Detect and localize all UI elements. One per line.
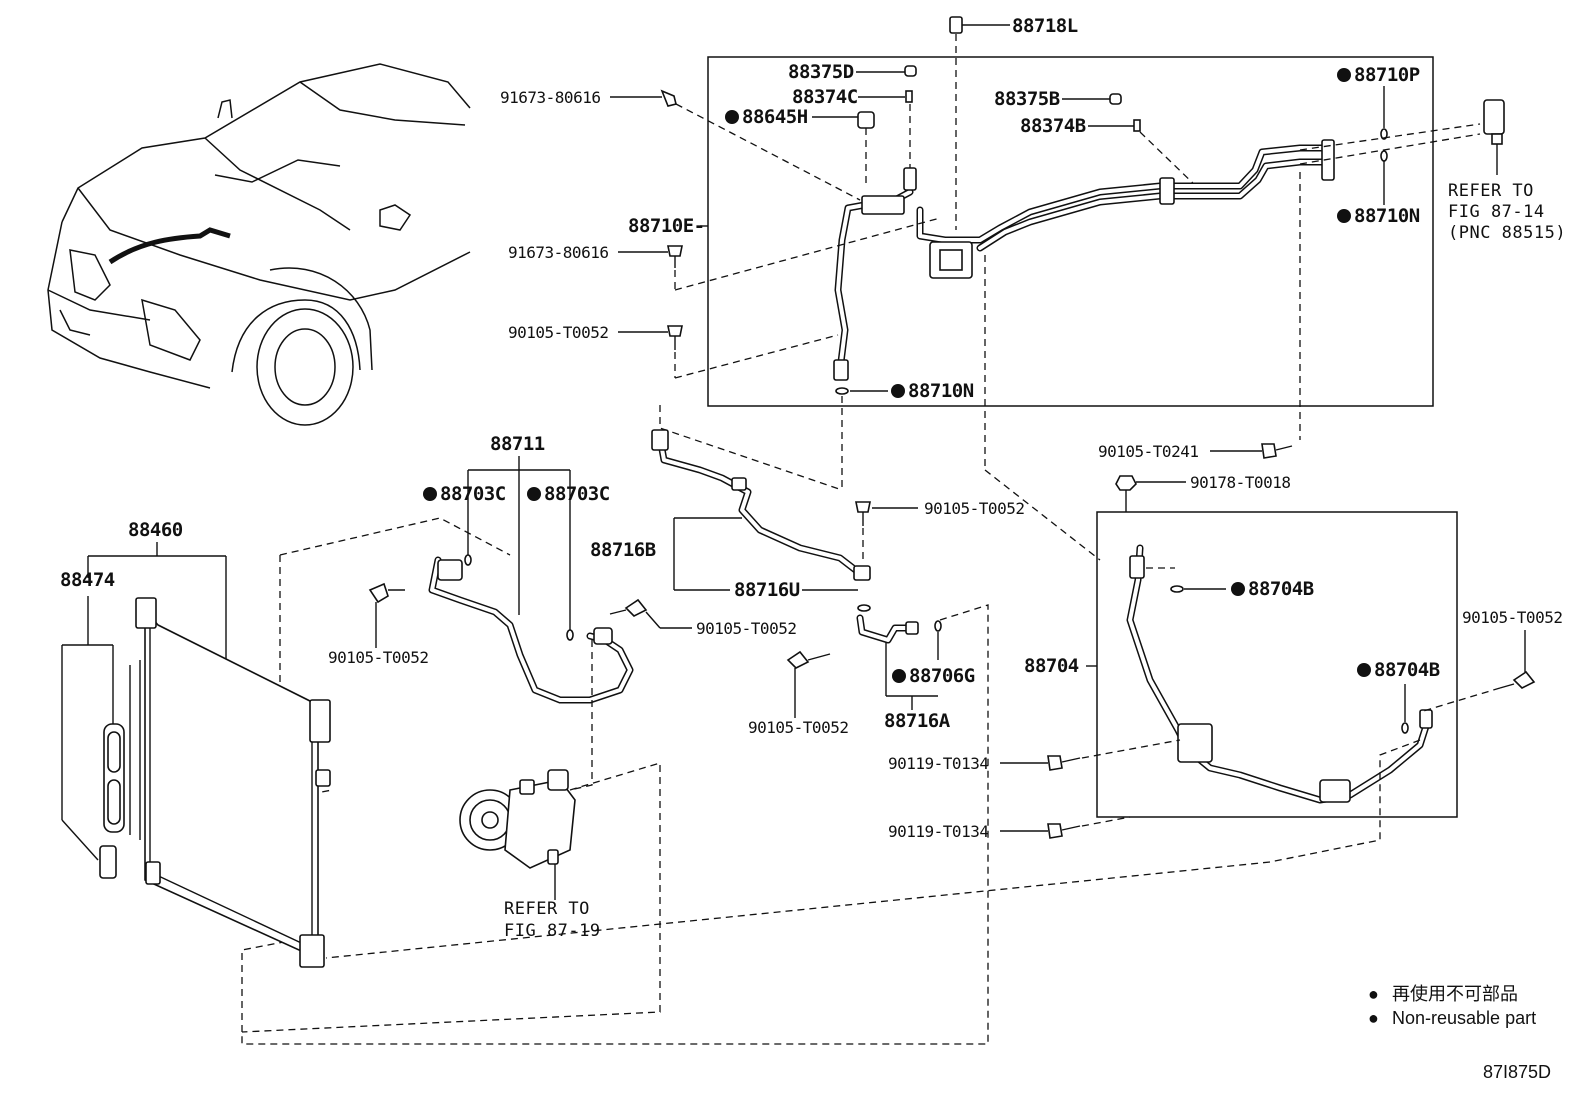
bolt-90119-T0134-a: [1047, 755, 1063, 771]
bolt-90119-T0134-b: [1047, 823, 1063, 839]
bolt-90105-T0052-1: [667, 325, 683, 337]
label-90105-T0052-2: 90105-T0052: [328, 648, 428, 667]
cap-88375B: [1109, 93, 1122, 105]
bolt-90105-T0052-5: [786, 650, 810, 669]
condenser-88460: [129, 597, 331, 968]
legend-marker-cn: ●: [1368, 984, 1379, 1004]
label-88375D: 88375D: [788, 61, 854, 83]
label-90105-T0052-6: 90105-T0052: [1462, 608, 1562, 627]
bolt-91673-a: [660, 89, 677, 107]
legend-non-reusable-cn: 再使用不可部品: [1392, 984, 1518, 1004]
label-88710N-top: 88710N: [1354, 205, 1420, 227]
label-90119-T0134-b: 90119-T0134: [888, 822, 988, 841]
label-88716B: 88716B: [590, 539, 656, 561]
part-88718L: [949, 16, 1010, 230]
label-88460: 88460: [128, 519, 183, 541]
label-91673-80616-b: 91673-80616: [508, 243, 608, 262]
bolt-90105-T0052-6: [1512, 670, 1536, 689]
label-88704: 88704: [1024, 655, 1079, 677]
label-90105-T0052-4: 90105-T0052: [924, 499, 1024, 518]
ref-fig-87-14-line2: FIG 87-14: [1448, 202, 1545, 222]
label-90105-T0052-3: 90105-T0052: [696, 619, 796, 638]
pipe-88710E: [833, 139, 1335, 381]
label-88374B: 88374B: [1020, 115, 1086, 137]
label-88704B-b: 88704B: [1374, 659, 1440, 681]
label-90105-T0241: 90105-T0241: [1098, 442, 1198, 461]
label-88710E: 88710E-: [628, 215, 705, 237]
label-88711: 88711: [490, 433, 545, 455]
label-88703C-a: 88703C: [440, 483, 506, 505]
core-88374B: [1133, 119, 1141, 132]
bolt-91673-b: [667, 245, 683, 257]
ref-fig-87-14-line1: REFER TO: [1448, 181, 1534, 201]
ref-fig-87-14-line3: (PNC 88515): [1448, 223, 1566, 243]
nut-90178-T0018: [1115, 475, 1137, 491]
legend-non-reusable-en: Non-reusable part: [1392, 1008, 1536, 1028]
label-88716A: 88716A: [884, 710, 951, 732]
label-91673-80616-a: 91673-80616: [500, 88, 600, 107]
ref-fig-87-19-line1: REFER TO: [504, 899, 590, 919]
ref-fig-87-19-line2: FIG 87-19: [504, 921, 601, 941]
diagram-code: 87I875D: [1483, 1062, 1551, 1082]
receiver-88474: [99, 723, 125, 879]
label-88706G: 88706G: [909, 665, 975, 687]
bolt-90105-T0052-3: [624, 598, 648, 617]
label-88375B: 88375B: [994, 88, 1060, 110]
core-88374C: [905, 90, 913, 103]
label-90119-T0134-a: 90119-T0134: [888, 754, 988, 773]
switch-88645H: [857, 111, 875, 129]
label-88710P: 88710P: [1354, 64, 1420, 86]
part-88515-reference: [1483, 99, 1505, 175]
label-88710N-bottom: 88710N: [908, 380, 974, 402]
vehicle-locator-illustration: [47, 63, 471, 426]
label-90105-T0052-5: 90105-T0052: [748, 718, 848, 737]
label-88374C: 88374C: [792, 86, 858, 108]
bolt-90105-T0052-4: [855, 501, 871, 513]
bolt-90105-T0052-2: [368, 582, 389, 604]
subassembly-box-88710E: [707, 56, 1434, 407]
subassembly-box-88704: [1096, 511, 1458, 818]
pipe-88716B: [651, 429, 871, 581]
legend-marker-en: ●: [1368, 1008, 1379, 1028]
label-88704B-a: 88704B: [1248, 578, 1314, 600]
label-90178-T0018: 90178-T0018: [1190, 473, 1290, 492]
hose-88711: [428, 556, 634, 704]
label-88718L: 88718L: [1012, 15, 1078, 37]
hose-88704: [1126, 544, 1433, 804]
cap-88375D: [904, 65, 917, 77]
label-88645H: 88645H: [742, 106, 808, 128]
bolt-90105-T0241: [1261, 443, 1277, 459]
label-90105-T0052-1: 90105-T0052: [508, 323, 608, 342]
pipe-88716A: [856, 614, 919, 644]
label-88716U: 88716U: [734, 579, 800, 601]
compressor-illustration: [459, 769, 576, 900]
label-88474: 88474: [60, 569, 115, 591]
legend: ● 再使用不可部品 ● Non-reusable part: [1368, 984, 1536, 1028]
label-88703C-b: 88703C: [544, 483, 610, 505]
